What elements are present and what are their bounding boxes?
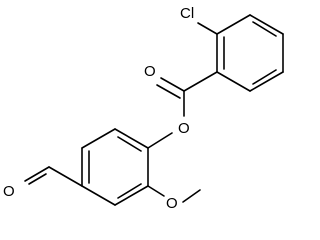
double-bond-inner xyxy=(252,21,277,37)
ester-oxygen-to-ring-bond xyxy=(147,132,173,149)
carbonyl-double-bond-inner xyxy=(156,84,181,99)
double-bond-inner xyxy=(117,136,142,152)
double-bond-inner xyxy=(117,183,142,199)
aldehyde-double-bond-outer xyxy=(24,166,50,182)
bond xyxy=(249,14,284,35)
ester-oxygen-label: O xyxy=(178,120,190,137)
molecule-structure-diagram: Cl O O O O xyxy=(3,5,284,212)
bond xyxy=(81,185,116,206)
carbon-chlorine-bond xyxy=(197,22,218,35)
chlorophenyl-ring xyxy=(216,14,284,92)
double-bond-inner xyxy=(252,69,277,85)
carbonyl-oxygen-label: O xyxy=(144,63,156,80)
aldehyde-double-bond-inner xyxy=(28,173,47,185)
bond xyxy=(114,128,149,149)
methoxy-methyl-bond xyxy=(182,189,201,203)
bond xyxy=(249,71,284,92)
bond xyxy=(216,71,251,92)
ring-to-methoxy-oxygen-bond xyxy=(147,185,165,197)
aldehyde-oxygen-label: O xyxy=(3,183,15,200)
ring-to-carbonyl-bond xyxy=(183,71,218,92)
chlorine-atom-label: Cl xyxy=(180,5,194,22)
carbonyl-double-bond-outer xyxy=(160,77,185,92)
bond xyxy=(114,185,149,206)
bond xyxy=(216,14,251,35)
methoxy-oxygen-label: O xyxy=(166,195,178,212)
methoxyphenyl-ring xyxy=(81,128,149,206)
bond xyxy=(81,128,116,149)
ring-to-aldehyde-carbon-bond xyxy=(48,166,83,187)
